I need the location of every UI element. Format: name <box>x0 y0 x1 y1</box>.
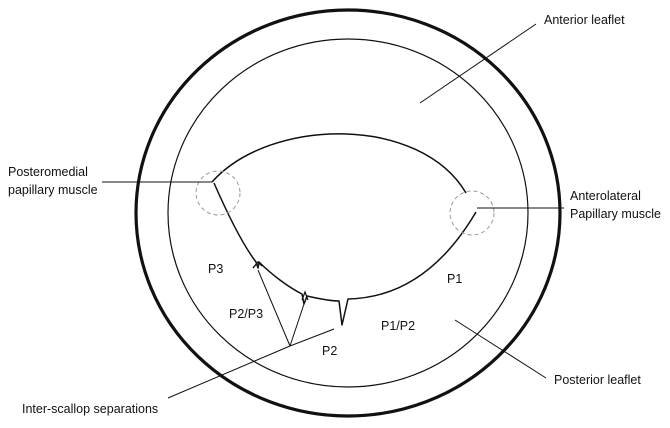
anterolateral-papillary-circle <box>450 191 494 235</box>
posteromedial-label-line1: Posteromedial <box>8 165 88 179</box>
anterior-leaflet-label: Anterior leaflet <box>544 13 625 27</box>
anterolateral-label-line1: Anterolateral <box>570 189 641 203</box>
outer-annulus <box>136 10 560 416</box>
anterior-leaflet-edge <box>212 134 466 193</box>
posterior-leaflet-label: Posterior leaflet <box>554 373 641 387</box>
inter-scallop-leader <box>168 346 290 398</box>
p2-label: P2 <box>322 344 337 358</box>
posteromedial-label-line2: papillary muscle <box>8 183 98 197</box>
posterior-leaflet-leader <box>455 320 546 378</box>
p3-label: P3 <box>208 262 223 276</box>
p1-p2-label: P1/P2 <box>381 319 415 333</box>
posterior-leaflet-edge <box>214 183 476 325</box>
cleft-detail-p2p3 <box>302 292 308 300</box>
anterolateral-label-line2: Papillary muscle <box>570 207 661 221</box>
p2-p3-label: P2/P3 <box>229 307 263 321</box>
inter-scallop-label: Inter-scallop separations <box>22 402 158 416</box>
inner-ring <box>168 39 528 387</box>
p1-label: P1 <box>447 272 462 286</box>
inter-scallop-arrow-p2p3 <box>290 304 304 346</box>
